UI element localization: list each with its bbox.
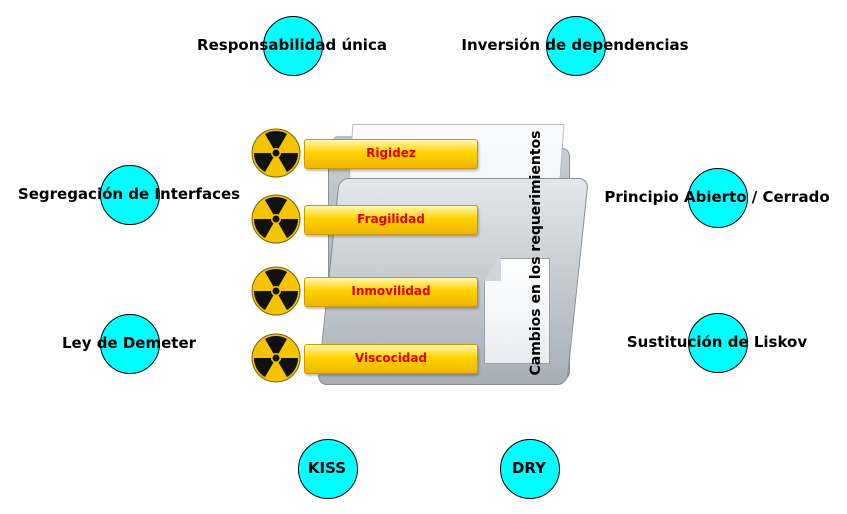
smell-label: Inmovilidad bbox=[351, 284, 431, 298]
node-circle bbox=[688, 168, 748, 228]
radiation-icon bbox=[251, 194, 301, 244]
node-label: DRY bbox=[511, 459, 547, 477]
smell-label: Fragilidad bbox=[357, 212, 425, 226]
radiation-icon bbox=[251, 266, 301, 316]
smell-label: Rigidez bbox=[366, 146, 416, 160]
node-label: Segregación de Interfaces bbox=[17, 185, 241, 203]
node-circle bbox=[100, 314, 160, 374]
node-label: Principio Abierto / Cerrado bbox=[604, 188, 830, 206]
document-icon bbox=[484, 258, 550, 364]
smell-bar: Viscocidad bbox=[304, 344, 478, 374]
node-circle bbox=[546, 16, 606, 76]
node-label: Inversión de dependencias bbox=[461, 36, 689, 54]
center-label: Cambios en los requerimientos bbox=[528, 130, 544, 376]
node-label: Sustitución de Liskov bbox=[626, 333, 808, 351]
smell-bar: Fragilidad bbox=[304, 205, 478, 235]
node-label: KISS bbox=[307, 459, 347, 477]
smell-label: Viscocidad bbox=[354, 351, 428, 365]
node-label: Responsabilidad única bbox=[197, 36, 387, 54]
node-label: Ley de Demeter bbox=[61, 334, 197, 352]
smell-bar: Inmovilidad bbox=[304, 277, 478, 307]
smell-bar: Rigidez bbox=[304, 139, 478, 169]
node-circle bbox=[263, 16, 323, 76]
radiation-icon bbox=[251, 333, 301, 383]
radiation-icon bbox=[251, 128, 301, 178]
node-circle bbox=[500, 439, 560, 499]
node-circle bbox=[688, 313, 748, 373]
node-circle bbox=[298, 439, 358, 499]
node-circle bbox=[100, 165, 160, 225]
